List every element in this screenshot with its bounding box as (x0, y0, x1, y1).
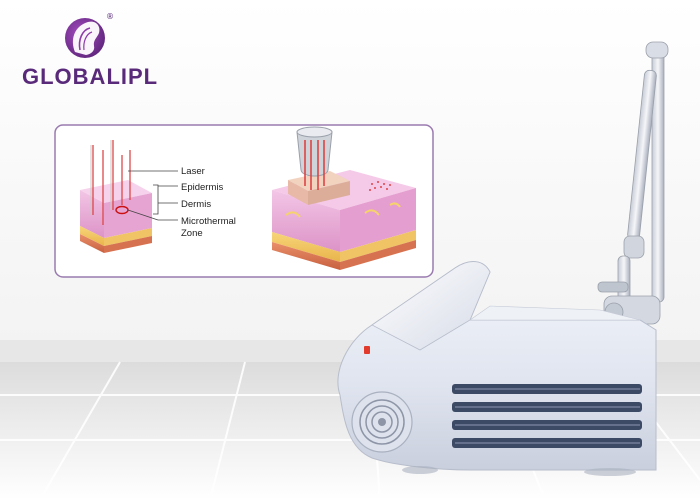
label-epidermis: Epidermis (181, 182, 223, 193)
label-microthermal: Microthermal (181, 216, 236, 227)
laser-handpiece (296, 126, 333, 190)
leader-lines (127, 170, 178, 221)
registered-mark: ® (106, 12, 114, 21)
label-dermis: Dermis (181, 199, 211, 210)
microthermal-zone-marker (115, 205, 129, 215)
skin-block-small (80, 140, 152, 253)
label-laser: Laser (181, 166, 205, 177)
logo-icon (65, 18, 105, 58)
articulated-arm (597, 41, 669, 325)
skin-block-large (272, 170, 416, 270)
co2-laser-machine (337, 261, 657, 476)
cooling-fan (351, 391, 413, 453)
label-zone: Zone (181, 228, 203, 239)
brand-logo-text: GLOBALIPL (22, 64, 159, 89)
vent-grille (452, 384, 642, 448)
power-indicator (364, 346, 370, 354)
